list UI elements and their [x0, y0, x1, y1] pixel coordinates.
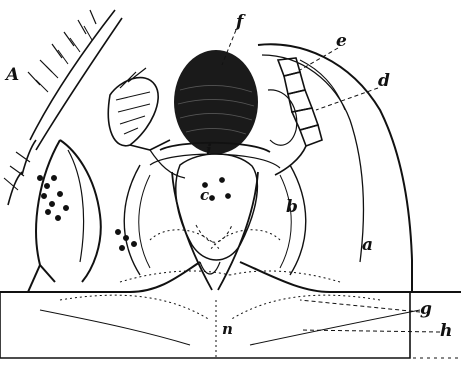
label-n: n — [222, 320, 233, 338]
label-i: i — [206, 141, 212, 159]
label-b: b — [286, 197, 298, 217]
panel-label-A: A — [4, 65, 19, 85]
left-palp — [108, 68, 185, 178]
label-a: a — [362, 235, 373, 255]
right-palp — [268, 58, 322, 175]
label-e: e — [336, 31, 347, 51]
label-g: g — [420, 299, 432, 319]
label-d: d — [378, 71, 390, 91]
label-h: h — [440, 321, 452, 341]
dotted-inner-outlines — [60, 230, 380, 320]
label-leader-lines — [222, 30, 440, 332]
label-f: f — [235, 12, 246, 32]
labium-structure — [124, 143, 306, 290]
left-hairy-appendage — [4, 10, 122, 205]
label-c: c — [200, 186, 209, 204]
left-outer-mandible — [28, 140, 136, 292]
dark-pharynx-blob — [174, 50, 258, 154]
lower-body-plate — [0, 262, 461, 358]
